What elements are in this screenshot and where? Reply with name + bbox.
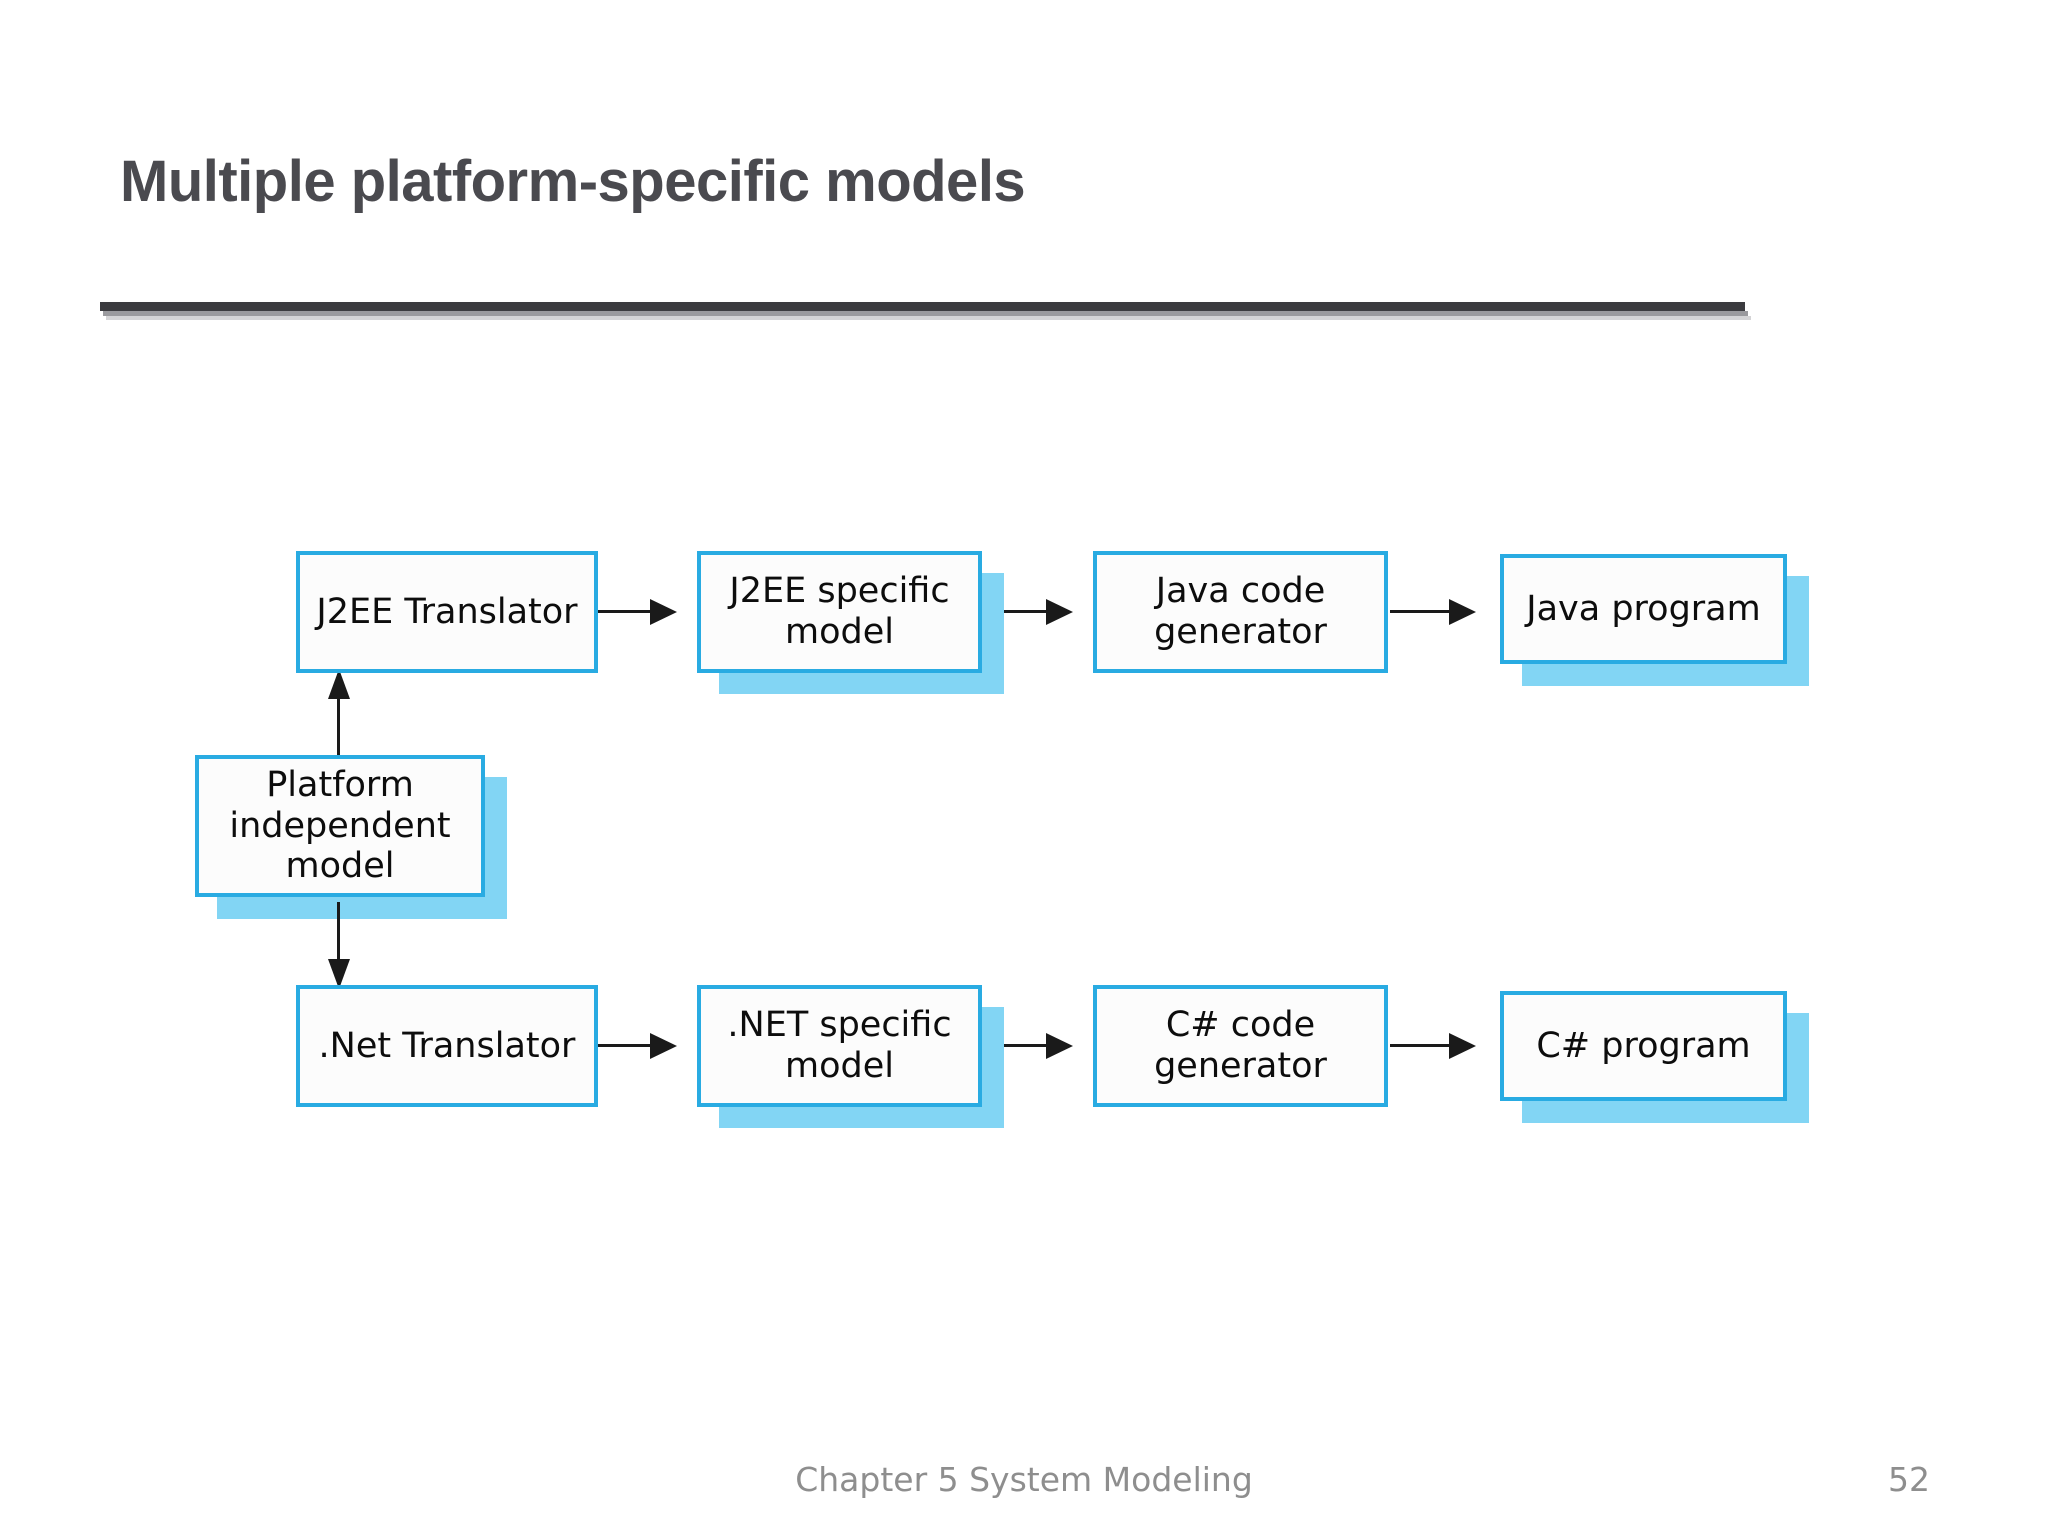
divider-shadow-outer: [106, 316, 1751, 320]
arrow-java-generator-to-java-program: [1390, 610, 1472, 613]
footer-page-number: 52: [1888, 1460, 1930, 1499]
node-platform-independent-model[interactable]: Platform independent model: [195, 755, 485, 897]
node-label-j2ee-specific-model: J2EE specific model: [729, 571, 950, 652]
node-label-net-specific-model: .NET specific model: [727, 1005, 952, 1086]
arrow-pim-to-j2ee-translator: [337, 674, 340, 756]
node-label-csharp-program: C# program: [1536, 1025, 1751, 1066]
node-csharp-program[interactable]: C# program: [1500, 991, 1787, 1101]
node-java-program[interactable]: Java program: [1500, 554, 1787, 664]
footer-chapter-label: Chapter 5 System Modeling: [795, 1460, 1253, 1499]
arrow-j2ee-psm-to-java-generator: [1004, 610, 1069, 613]
node-label-csharp-code-generator: C# code generator: [1154, 1005, 1327, 1086]
page-title: Multiple platform-specific models: [120, 149, 1026, 214]
arrow-pim-to-net-translator: [337, 902, 340, 984]
arrow-j2ee-translator-to-j2ee-psm: [598, 610, 673, 613]
node-label-platform-independent-model: Platform independent model: [229, 764, 451, 887]
node-csharp-code-generator[interactable]: C# code generator: [1093, 985, 1388, 1107]
node-j2ee-specific-model[interactable]: J2EE specific model: [697, 551, 982, 673]
node-label-java-code-generator: Java code generator: [1154, 571, 1327, 652]
arrow-net-translator-to-net-psm: [598, 1044, 673, 1047]
node-label-net-translator: .Net Translator: [318, 1025, 576, 1066]
node-j2ee-translator[interactable]: J2EE Translator: [296, 551, 598, 673]
divider-bar: [100, 302, 1745, 311]
divider-shadow-inner: [103, 311, 1748, 316]
node-label-j2ee-translator: J2EE Translator: [316, 591, 578, 632]
title-divider-rule: [100, 302, 1751, 320]
arrow-csharp-generator-to-csharp-program: [1390, 1044, 1472, 1047]
node-java-code-generator[interactable]: Java code generator: [1093, 551, 1388, 673]
arrow-net-psm-to-csharp-generator: [1004, 1044, 1069, 1047]
node-label-java-program: Java program: [1526, 588, 1761, 629]
node-net-translator[interactable]: .Net Translator: [296, 985, 598, 1107]
node-net-specific-model[interactable]: .NET specific model: [697, 985, 982, 1107]
